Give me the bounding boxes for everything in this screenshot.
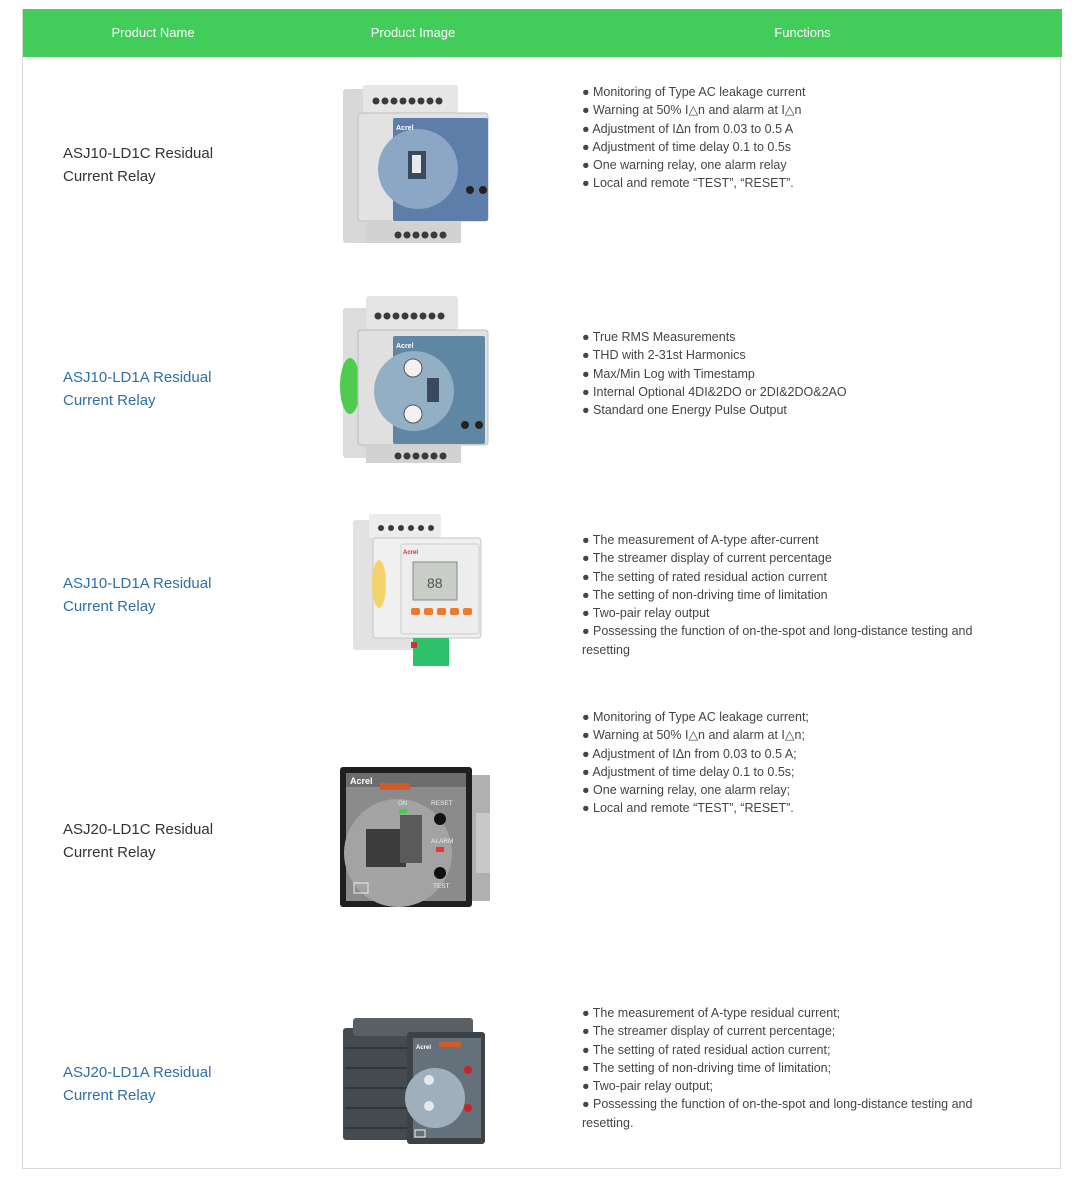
functions-list: ● The measurement of A-type residual cur… bbox=[582, 1004, 1002, 1132]
list-item: ● Internal Optional 4DI&2DO or 2DI&2DO&2… bbox=[582, 384, 847, 399]
list-item: ● The setting of non-driving time of lim… bbox=[582, 1060, 832, 1075]
list-item: ● The setting of non-driving time of lim… bbox=[582, 587, 828, 602]
svg-text:TEST: TEST bbox=[433, 883, 450, 890]
functions-list: ● The measurement of A-type after-curren… bbox=[582, 531, 1002, 659]
list-item: ● The measurement of A-type residual cur… bbox=[582, 1006, 841, 1020]
product-image-asj10-ld1a: Acrel bbox=[340, 296, 489, 463]
product-image-asj10-ld1c: Acrel bbox=[343, 85, 489, 243]
svg-text:RESET: RESET bbox=[431, 800, 453, 807]
svg-text:88: 88 bbox=[427, 575, 443, 591]
device-brand-text: Acrel bbox=[350, 776, 373, 786]
header-product-name: Product Name bbox=[111, 25, 195, 40]
list-item: ● Adjustment of time delay 0.1 to 0.5s bbox=[582, 139, 792, 154]
list-item: ● The setting of rated residual action c… bbox=[582, 569, 827, 584]
list-item: ● Two-pair relay output bbox=[582, 606, 710, 621]
table-header: Product Name Product Image Functions bbox=[23, 9, 1062, 57]
functions-list: ● Monitoring of Type AC leakage current … bbox=[582, 83, 1002, 193]
table-row: ASJ10-LD1A Residual Current Relay Acrel … bbox=[23, 287, 1062, 502]
list-item: ● One warning relay, one alarm relay bbox=[582, 158, 787, 173]
list-item: ● The measurement of A-type after-curren… bbox=[582, 533, 819, 547]
list-item: ● True RMS Measurements bbox=[582, 330, 736, 344]
list-item: ● The streamer display of current percen… bbox=[582, 551, 832, 566]
device-brand-text: Acrel bbox=[396, 343, 414, 350]
product-table: Product Name Product Image Functions ASJ… bbox=[22, 9, 1062, 1169]
product-image-asj10-ld1a-lcd: 88 Acrel bbox=[353, 514, 482, 666]
product-link[interactable]: ASJ20-LD1A Residual Current Relay bbox=[63, 1064, 212, 1104]
functions-list: ● Monitoring of Type AC leakage current;… bbox=[582, 708, 1002, 818]
table-row: ASJ20-LD1C Residual Current Relay Acrel … bbox=[23, 688, 1062, 966]
device-brand-text: Acrel bbox=[403, 550, 418, 556]
table-row: ASJ10-LD1A Residual Current Relay 88 Acr… bbox=[23, 502, 1062, 688]
list-item: ● Adjustment of time delay 0.1 to 0.5s; bbox=[582, 764, 795, 779]
device-brand-text: Acrel bbox=[396, 125, 414, 132]
header-functions: Functions bbox=[774, 25, 831, 40]
list-item: ● The setting of rated residual action c… bbox=[582, 1042, 831, 1057]
header-product-image: Product Image bbox=[370, 25, 456, 40]
list-item: ● Adjustment of IΔn from 0.03 to 0.5 A; bbox=[582, 746, 797, 761]
list-item: ● Local and remote “TEST”, “RESET”. bbox=[582, 176, 794, 191]
list-item: ● Max/Min Log with Timestamp bbox=[582, 366, 755, 381]
list-item: ● Monitoring of Type AC leakage current; bbox=[582, 710, 809, 724]
list-item: ● Possessing the function of on-the-spot… bbox=[582, 624, 973, 657]
list-item: ● Two-pair relay output; bbox=[582, 1079, 713, 1094]
list-item: ● Monitoring of Type AC leakage current bbox=[582, 85, 806, 99]
list-item: ● Warning at 50% I△n and alarm at I△n bbox=[582, 103, 802, 118]
product-link[interactable]: ASJ10-LD1A Residual Current Relay bbox=[63, 575, 212, 615]
list-item: ● Standard one Energy Pulse Output bbox=[582, 403, 787, 418]
table-row: ASJ20-LD1A Residual Current Relay Acrel … bbox=[23, 966, 1062, 1169]
product-name: ASJ20-LD1C Residual Current Relay bbox=[63, 821, 214, 861]
list-item: ● The streamer display of current percen… bbox=[582, 1024, 836, 1039]
list-item: ● THD with 2-31st Harmonics bbox=[582, 348, 746, 363]
product-image-asj20-ld1c: Acrel ON RESET ALARM TEST bbox=[340, 767, 490, 907]
device-brand-text: Acrel bbox=[416, 1045, 431, 1051]
product-name: ASJ10-LD1C Residual Current Relay bbox=[63, 145, 214, 185]
product-image-asj20-ld1a: Acrel bbox=[343, 1018, 485, 1144]
svg-text:ON: ON bbox=[398, 801, 407, 807]
list-item: ● Local and remote “TEST”, “RESET”. bbox=[582, 801, 794, 816]
list-item: ● Possessing the function of on-the-spot… bbox=[582, 1097, 973, 1130]
functions-list: ● True RMS Measurements ● THD with 2-31s… bbox=[582, 328, 1002, 419]
table-row: ASJ10-LD1C Residual Current Relay Acrel … bbox=[23, 57, 1062, 287]
list-item: ● Adjustment of IΔn from 0.03 to 0.5 A bbox=[582, 121, 794, 136]
list-item: ● One warning relay, one alarm relay; bbox=[582, 783, 791, 798]
list-item: ● Warning at 50% I△n and alarm at I△n; bbox=[582, 728, 805, 743]
svg-text:ALARM: ALARM bbox=[431, 838, 453, 845]
product-link[interactable]: ASJ10-LD1A Residual Current Relay bbox=[63, 369, 212, 409]
